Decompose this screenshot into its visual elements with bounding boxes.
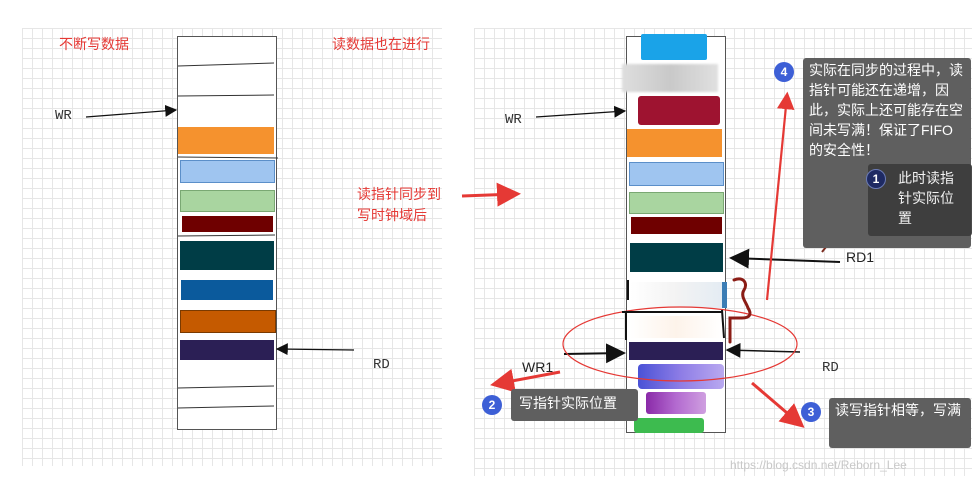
right-slot-orange xyxy=(627,129,722,157)
left-slot-dark-red xyxy=(182,216,273,232)
right-slot-dark-red xyxy=(631,217,722,234)
right-rd-label: RD xyxy=(822,360,839,376)
left-slot-light-blue xyxy=(180,160,275,183)
right-slot-crimson xyxy=(638,96,720,125)
left-rd-label: RD xyxy=(373,357,390,373)
right-slot-cyan xyxy=(641,34,707,60)
arrow-to-annotation-4 xyxy=(765,91,795,301)
write-full-ellipse xyxy=(562,306,798,382)
right-slot-faded xyxy=(630,282,727,308)
left-wr-label: WR xyxy=(55,108,72,124)
left-slot-orange xyxy=(178,127,274,154)
annotation-3-text: 读写指针相等，写满 xyxy=(835,402,961,418)
right-wr1-arrow xyxy=(563,343,626,364)
right-wr1-label: WR1 xyxy=(522,359,554,375)
label-writing-continuously: 不断写数据 xyxy=(59,36,129,52)
right-slot-indigo xyxy=(629,342,723,360)
right-slot-light-green xyxy=(629,192,724,214)
annotation-1-tooltip: 此时读指针实际位置 xyxy=(868,164,972,236)
annotation-2-text: 写指针实际位置 xyxy=(519,395,617,411)
left-slot-indigo xyxy=(180,340,274,360)
right-rd-arrow xyxy=(725,342,801,358)
annotation-3-tooltip: 读写指针相等，写满 xyxy=(829,398,971,448)
right-rd1-arrow xyxy=(729,248,841,269)
right-slot-purple xyxy=(646,392,706,414)
annotation-4-text: 实际在同步的过程中，读指针可能还在递增，因此，实际上还可能存在空间未写满！保证了… xyxy=(809,62,963,158)
left-slot-dark-teal xyxy=(180,241,274,270)
right-slot-violet xyxy=(638,364,724,389)
arrow-to-annotation-2 xyxy=(490,368,561,393)
right-rd1-label: RD1 xyxy=(846,249,875,265)
middle-red-arrow xyxy=(461,182,521,207)
arrow-to-annotation-3 xyxy=(751,381,805,428)
right-slot-dark-teal xyxy=(630,243,723,272)
right-wr-arrow xyxy=(535,105,627,118)
right-slot-grey-blur xyxy=(622,64,718,92)
annotation-2-tooltip: 写指针实际位置 xyxy=(511,389,638,421)
annotation-3-badge: 3 xyxy=(801,402,821,422)
left-slot-dividers xyxy=(177,62,279,409)
left-wr-arrow xyxy=(85,104,178,118)
left-slot-brown-orange xyxy=(180,310,276,333)
watermark: https://blog.csdn.net/Reborn_Lee xyxy=(730,458,907,472)
left-slot-light-green xyxy=(180,190,275,212)
right-slot-green xyxy=(634,418,704,433)
left-fifo-column xyxy=(177,36,277,430)
right-slot-faded-orange xyxy=(630,316,722,338)
annotation-1-text: 此时读指针实际位置 xyxy=(898,170,954,226)
annotation-2-badge: 2 xyxy=(482,395,502,415)
hand-drawn-bracket-black xyxy=(622,280,725,340)
right-slot-light-blue xyxy=(629,162,724,186)
hand-drawn-bracket-brown xyxy=(728,277,752,344)
left-slot-blue xyxy=(181,280,273,300)
sync-label-line1: 读指针同步到 xyxy=(357,186,441,202)
left-rd-arrow xyxy=(275,343,355,356)
right-wr-label: WR xyxy=(505,112,522,128)
annotation-4-badge: 4 xyxy=(774,62,794,82)
annotation-1-badge: 1 xyxy=(866,169,886,189)
label-reading-ongoing: 读数据也在进行 xyxy=(332,36,430,52)
sync-label-line2: 写时钟域后 xyxy=(357,207,427,223)
